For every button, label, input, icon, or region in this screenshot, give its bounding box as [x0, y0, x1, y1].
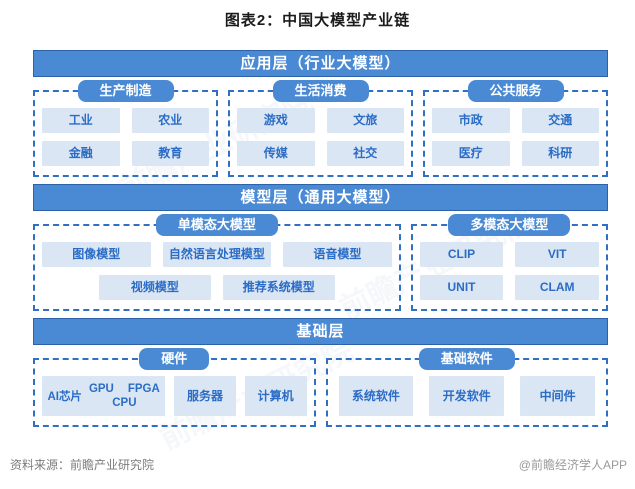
item-box: 社交 — [326, 141, 404, 166]
hardware-items: AI芯片 GPU FPGA CPU 服务器 计算机 — [42, 376, 307, 416]
group-basic-software-label: 基础软件 — [418, 348, 515, 370]
chip-fpga-label: FPGA — [127, 383, 160, 395]
item-box: 服务器 — [174, 376, 236, 416]
unimodal-row2: 视频模型 推荐系统模型 — [42, 275, 392, 300]
basic-software-items: 系统软件 开发软件 中间件 — [335, 376, 600, 416]
item-box: 医疗 — [432, 141, 510, 166]
item-box: 推荐系统模型 — [222, 275, 335, 300]
ai-chip-main-label: AI芯片 — [47, 391, 82, 403]
foundation-groups-row: 硬件 AI芯片 GPU FPGA CPU — [33, 348, 608, 427]
group-unimodal-label: 单模态大模型 — [155, 214, 278, 236]
item-box: 交通 — [521, 108, 599, 133]
section-model-layer: 模型层（通用大模型） 单模态大模型 图像模型 自然语言处理模型 语音模型 视频模… — [33, 184, 608, 311]
item-box: CLIP — [419, 242, 504, 267]
group-manufacturing: 生产制造 工业 农业 金融 教育 — [33, 80, 218, 177]
group-public-service: 公共服务 市政 交通 医疗 科研 — [423, 80, 608, 177]
chip-types: GPU FPGA CPU — [89, 382, 160, 410]
consumption-items: 游戏 文旅 传媒 社交 — [237, 108, 404, 166]
item-box: 市政 — [432, 108, 510, 133]
group-unimodal: 单模态大模型 图像模型 自然语言处理模型 语音模型 视频模型 推荐系统模型 — [33, 214, 401, 311]
item-box: VIT — [515, 242, 599, 267]
footer-source: 资料来源：前瞻产业研究院 — [10, 458, 155, 472]
item-box: 系统软件 — [338, 376, 414, 416]
group-hardware-label: 硬件 — [139, 348, 210, 370]
group-basic-software: 基础软件 系统软件 开发软件 中间件 — [325, 348, 608, 427]
chip-gpu-label: GPU — [88, 383, 114, 395]
application-groups-row: 生产制造 工业 农业 金融 教育 生活消费 游戏 文旅 传媒 社交 — [33, 80, 608, 177]
page-title: 图表2：中国大模型产业链 — [224, 12, 411, 29]
industry-chain-diagram: 应用层（行业大模型） 生产制造 工业 农业 金融 教育 生活消费 游戏 文旅 — [33, 50, 608, 434]
group-consumption-label: 生活消费 — [272, 80, 369, 102]
public-service-items: 市政 交通 医疗 科研 — [432, 108, 599, 166]
chip-cpu-label: CPU — [112, 397, 137, 409]
multimodal-items: CLIP VIT UNIT CLAM — [419, 242, 599, 300]
foundation-layer-banner: 基础层 — [33, 318, 608, 345]
item-box: 视频模型 — [98, 275, 211, 300]
item-box: 计算机 — [244, 376, 307, 416]
item-box: 图像模型 — [42, 242, 151, 267]
item-box: UNIT — [419, 275, 504, 300]
item-box: 教育 — [131, 141, 209, 166]
item-box: 自然语言处理模型 — [162, 242, 272, 267]
group-public-service-label: 公共服务 — [467, 80, 564, 102]
item-box: CLAM — [515, 275, 599, 300]
group-multimodal-label: 多模态大模型 — [448, 214, 571, 236]
item-box: 开发软件 — [429, 376, 505, 416]
item-box: 传媒 — [237, 141, 315, 166]
application-layer-banner: 应用层（行业大模型） — [33, 50, 608, 77]
item-box: 农业 — [131, 108, 209, 133]
group-manufacturing-label: 生产制造 — [77, 80, 174, 102]
item-box: 科研 — [521, 141, 599, 166]
item-box: 金融 — [42, 141, 120, 166]
item-box: 中间件 — [520, 376, 595, 416]
group-consumption: 生活消费 游戏 文旅 传媒 社交 — [228, 80, 413, 177]
item-box: 语音模型 — [283, 242, 392, 267]
group-hardware: 硬件 AI芯片 GPU FPGA CPU — [33, 348, 316, 427]
model-groups-row: 单模态大模型 图像模型 自然语言处理模型 语音模型 视频模型 推荐系统模型 多模… — [33, 214, 608, 311]
item-box: 工业 — [42, 108, 120, 133]
chip-types-top: GPU FPGA — [89, 382, 160, 396]
unimodal-row1: 图像模型 自然语言处理模型 语音模型 — [42, 242, 392, 267]
section-application-layer: 应用层（行业大模型） 生产制造 工业 农业 金融 教育 生活消费 游戏 文旅 — [33, 50, 608, 177]
footer-credit: @前瞻经济学人APP — [518, 458, 627, 472]
manufacturing-items: 工业 农业 金融 教育 — [42, 108, 209, 166]
section-foundation-layer: 基础层 硬件 AI芯片 GPU FPGA CPU — [33, 318, 608, 427]
item-box: 游戏 — [237, 108, 315, 133]
group-multimodal: 多模态大模型 CLIP VIT UNIT CLAM — [410, 214, 608, 311]
ai-chip-box: AI芯片 GPU FPGA CPU — [42, 376, 166, 416]
item-box: 文旅 — [326, 108, 404, 133]
model-layer-banner: 模型层（通用大模型） — [33, 184, 608, 211]
